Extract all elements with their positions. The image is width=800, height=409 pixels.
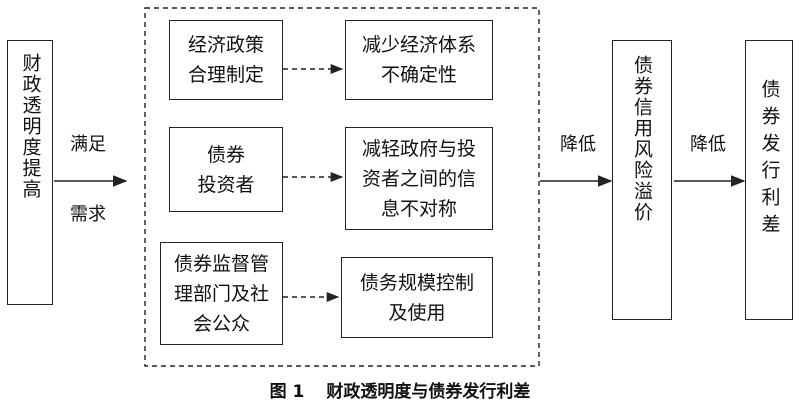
fiscal-transparency-box: 财政透明度提高 xyxy=(7,40,53,305)
demand-label: 需求 xyxy=(70,204,106,225)
reduce-asymmetry-box: 减轻政府与投 资者之间的信 息不对称 xyxy=(345,127,493,230)
figure-number: 图 1 xyxy=(269,382,305,402)
reduce-asymmetry-text: 减轻政府与投 资者之间的信 息不对称 xyxy=(361,137,476,220)
satisfy-label: 满足 xyxy=(70,134,106,155)
figure-caption: 图 1 财政透明度与债券发行利差 xyxy=(0,377,800,402)
reduce-label-1: 降低 xyxy=(560,134,596,155)
reduce-uncertainty-text: 减少经济体系 不确定性 xyxy=(361,34,476,86)
reduce-uncertainty-box: 减少经济体系 不确定性 xyxy=(345,20,493,100)
fiscal-transparency-text: 财政透明度提高 xyxy=(19,53,42,200)
bond-investors-text: 债券 投资者 xyxy=(197,143,255,196)
bond-investors-box: 债券 投资者 xyxy=(169,127,283,212)
group-dashed-border xyxy=(144,7,540,367)
economic-policy-text: 经济政策 合理制定 xyxy=(187,34,264,86)
reduce-label-2: 降低 xyxy=(690,134,726,155)
credit-risk-premium-box: 债券信用风险溢价 xyxy=(612,40,672,320)
bond-spread-text: 债券发行利差 xyxy=(758,79,781,241)
economic-policy-box: 经济政策 合理制定 xyxy=(169,20,283,100)
supervisors-public-box: 债券监督管 理部门及社 会公众 xyxy=(160,242,283,345)
credit-risk-premium-text: 债券信用风险溢价 xyxy=(631,55,653,223)
debt-control-text: 债务规模控制 及使用 xyxy=(359,271,474,324)
bond-spread-box: 债券发行利差 xyxy=(745,40,793,320)
figure-title: 财政透明度与债券发行利差 xyxy=(326,382,531,402)
supervisors-public-text: 债券监督管 理部门及社 会公众 xyxy=(173,252,269,335)
debt-control-box: 债务规模控制 及使用 xyxy=(341,257,493,338)
